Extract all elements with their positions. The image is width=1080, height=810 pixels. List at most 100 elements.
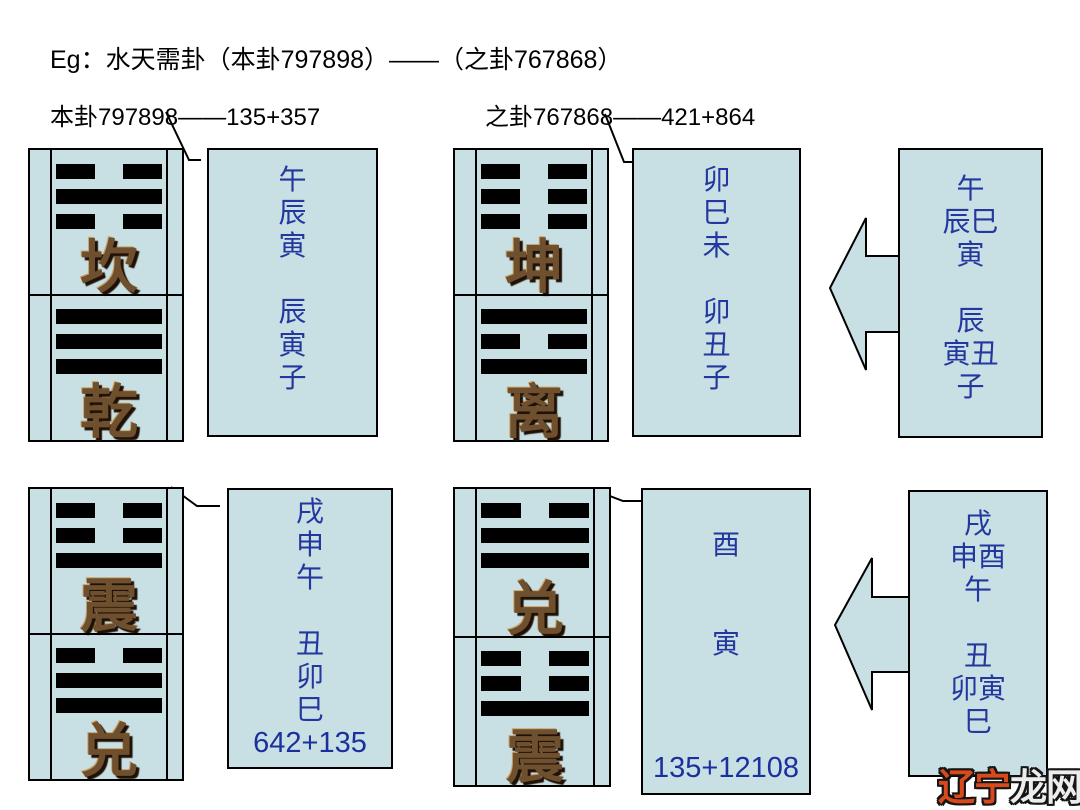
branch-character: 巳 — [963, 707, 992, 738]
hexagram-line-solid — [481, 528, 589, 543]
branch-character: 辰 — [278, 198, 307, 229]
branch-character: 午 — [278, 165, 307, 196]
branch-spacer — [289, 263, 296, 296]
hexagram-lines — [477, 150, 591, 229]
hexagram-line-solid — [56, 359, 162, 374]
branch-character: 辰 — [278, 297, 307, 328]
trigram-divider — [455, 636, 609, 638]
trigram-box-zhi-hu-gua: 兑 震 — [453, 487, 611, 787]
branch-character: 戌 — [963, 509, 992, 540]
hexagram-line-solid — [481, 309, 587, 324]
trigram-divider — [30, 294, 182, 296]
branch-sum-number: 642+135 — [253, 727, 367, 759]
hexagram-lines — [477, 295, 591, 374]
hexagram-line-broken — [481, 164, 587, 179]
watermark-secondary-text: 龙网 — [1010, 767, 1080, 808]
branch-character: 巳 — [702, 198, 731, 229]
branch-character: 辰巳 — [942, 207, 999, 238]
hexagram-lines — [52, 150, 166, 229]
hexagram-lines — [52, 295, 166, 374]
branch-sum-number: 135+12108 — [653, 752, 799, 784]
hexagram-line-solid — [56, 698, 162, 713]
branch-character: 寅 — [711, 629, 740, 660]
branch-character: 丑 — [702, 330, 731, 361]
hexagram-line-broken — [481, 214, 587, 229]
branch-spacer — [306, 595, 313, 628]
branch-character: 午 — [295, 563, 324, 594]
branch-character: 子 — [278, 363, 307, 394]
branch-box-zhi-hu-gua: 酉 寅 135+12108 — [641, 488, 811, 795]
branch-character: 寅 — [278, 231, 307, 262]
hexagram-line-broken — [56, 164, 162, 179]
trigram-divider — [30, 633, 182, 635]
trigram-box-ben-hu-gua: 震 兑 — [28, 487, 184, 781]
upper-trigram: 坎 — [52, 150, 166, 296]
branch-character: 寅 — [278, 330, 307, 361]
subtitle-zhi-gua: 之卦767868——421+864 — [485, 104, 756, 131]
lower-trigram: 离 — [477, 295, 591, 446]
branch-spacer — [967, 272, 974, 305]
hexagram-lines — [477, 637, 593, 716]
left-block-arrow-top — [828, 217, 903, 371]
branch-character: 未 — [702, 231, 731, 262]
branch-column: 午辰寅 辰寅子 — [278, 150, 306, 395]
hexagram-line-solid — [56, 673, 162, 688]
hexagram-line-broken — [56, 503, 162, 518]
site-watermark: 辽宁龙网 — [938, 757, 1080, 810]
trigram-character: 兑 — [79, 716, 138, 785]
hexagram-line-broken — [481, 334, 587, 349]
branch-character: 寅 — [956, 240, 985, 271]
hexagram-line-broken — [56, 528, 162, 543]
trigram-character: 坤 — [504, 232, 563, 301]
branch-column: 戌申酉午 丑卯寅巳 — [950, 492, 1006, 739]
upper-trigram: 坤 — [477, 150, 591, 301]
branch-box-zhi-gua: 卯巳未 卯丑子 — [632, 148, 801, 437]
hexagram-line-solid — [481, 701, 589, 716]
branch-column: 戌申午 丑卯巳 — [296, 490, 324, 727]
branch-spacer — [713, 263, 720, 296]
hexagram-line-broken — [481, 651, 589, 666]
branch-character: 丑 — [295, 629, 324, 660]
trigram-divider — [455, 294, 607, 296]
hexagram-line-broken — [481, 676, 589, 691]
branch-character: 辰 — [956, 306, 985, 337]
branch-character: 卯 — [702, 165, 731, 196]
hexagram-lines — [52, 634, 166, 713]
branch-character: 巳 — [295, 695, 324, 726]
left-block-arrow-bottom — [833, 557, 913, 711]
branch-spacer — [974, 607, 981, 640]
page-title: Eg：水天需卦（本卦797898）——（之卦767868） — [50, 46, 623, 74]
upper-trigram: 震 — [52, 489, 166, 640]
branch-box-ben-hu-gua: 戌申午 丑卯巳 642+135 — [227, 488, 393, 769]
hexagram-line-broken — [481, 189, 587, 204]
branch-spacer — [722, 595, 729, 628]
hexagram-line-broken — [56, 214, 162, 229]
leader-line-ben-gua — [165, 111, 201, 161]
watermark-primary-text: 辽宁 — [938, 767, 1011, 808]
hexagram-line-solid — [481, 553, 589, 568]
trigram-character: 震 — [79, 571, 138, 640]
branch-column: 卯巳未 卯丑子 — [702, 150, 730, 395]
lower-trigram: 兑 — [52, 634, 166, 785]
branch-character: 寅丑 — [942, 339, 999, 370]
hexagram-line-broken — [481, 503, 589, 518]
trigram-box-zhi-gua: 坤 离 — [453, 148, 609, 442]
branch-column: 午辰巳寅 辰寅丑子 — [942, 150, 998, 404]
hexagram-line-solid — [56, 309, 162, 324]
branch-character: 申 — [295, 530, 324, 561]
upper-trigram: 兑 — [477, 489, 593, 638]
hexagram-lines — [52, 489, 166, 568]
trigram-character: 离 — [504, 377, 563, 446]
branch-character: 子 — [702, 363, 731, 394]
hexagram-line-solid — [56, 553, 162, 568]
branch-character: 丑 — [963, 641, 992, 672]
branch-character: 戌 — [295, 497, 324, 528]
trigram-character: 乾 — [79, 377, 138, 446]
branch-character: 午 — [956, 174, 985, 205]
combined-branch-box-top: 午辰巳寅 辰寅丑子 — [898, 148, 1043, 438]
branch-character: 子 — [956, 372, 985, 403]
branch-column: 酉 寅 — [712, 490, 740, 661]
hexagram-line-solid — [56, 334, 162, 349]
